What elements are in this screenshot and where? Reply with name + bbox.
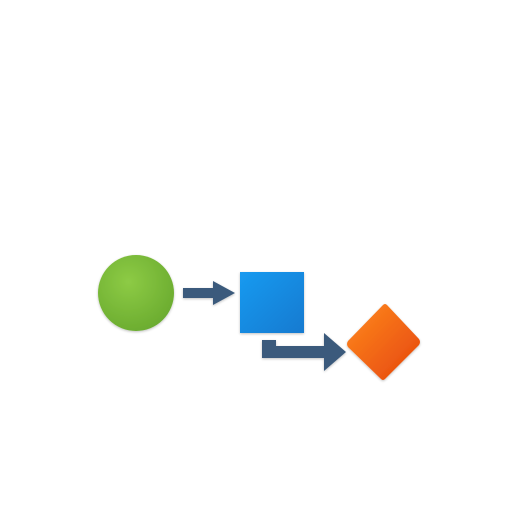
arrow-right-icon <box>183 281 235 305</box>
arrow-process-to-decision <box>262 333 346 371</box>
process-node-square <box>240 272 304 333</box>
arrow-start-to-process <box>183 281 235 305</box>
decision-node-diamond <box>347 304 420 380</box>
elbow-arrow-icon <box>262 333 346 371</box>
start-node-circle <box>98 255 174 331</box>
